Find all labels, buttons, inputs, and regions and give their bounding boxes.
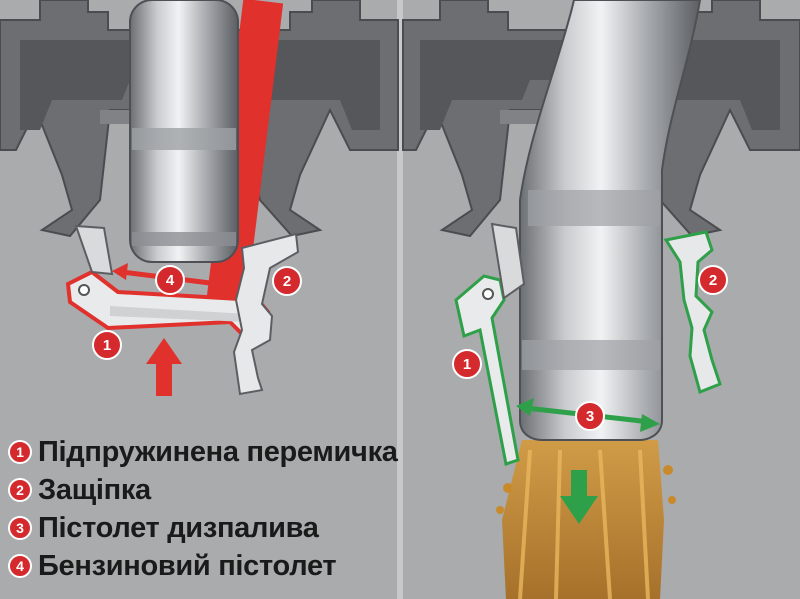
- right-flap-mount: [490, 222, 526, 300]
- left-marker-2-label: 2: [283, 273, 291, 290]
- down-arrow-icon: [560, 470, 598, 524]
- legend-badge-3: 3: [8, 516, 32, 540]
- left-marker-1-label: 1: [103, 337, 111, 354]
- panel-divider: [397, 0, 403, 599]
- right-housing-inner: [420, 40, 780, 130]
- nozzle-icon: [519, 0, 702, 441]
- up-arrow-icon: [146, 338, 182, 396]
- latch-icon: [663, 230, 722, 395]
- legend-label-4: Бензиновий пістолет: [38, 549, 337, 582]
- legend-label-3: Пістолет дизпалива: [38, 511, 319, 544]
- left-flap-mount: [74, 224, 114, 276]
- left-marker-4: 4: [155, 265, 185, 295]
- legend: 1 Підпружинена перемичка 2 Защіпка 3 Піс…: [8, 436, 398, 582]
- legend-badge-1: 1: [8, 440, 32, 464]
- left-marker-1: 1: [92, 330, 122, 360]
- legend-item-1: 1 Підпружинена перемичка: [8, 436, 398, 468]
- right-marker-2: 2: [698, 265, 728, 295]
- right-marker-1-label: 1: [463, 356, 471, 373]
- left-panel: 4 2 1: [0, 0, 399, 396]
- legend-label-2: Защіпка: [38, 473, 151, 506]
- legend-label-1: Підпружинена перемичка: [38, 435, 398, 468]
- nozzle-icon: [129, 0, 239, 263]
- left-marker-4-label: 4: [166, 272, 175, 289]
- right-marker-1: 1: [452, 349, 482, 379]
- legend-item-2: 2 Защіпка: [8, 474, 398, 506]
- legend-item-3: 3 Пістолет дизпалива: [8, 512, 398, 544]
- right-panel: 2 1 3: [402, 0, 800, 599]
- legend-badge-4: 4: [8, 554, 32, 578]
- right-marker-3: 3: [575, 401, 605, 431]
- legend-item-4: 4 Бензиновий пістолет: [8, 550, 398, 582]
- legend-badge-2: 2: [8, 478, 32, 502]
- spring-flap-icon: [454, 274, 520, 466]
- fuel-stream-icon: [496, 440, 676, 599]
- latch-icon: [232, 232, 300, 396]
- left-housing-inner: [20, 40, 380, 130]
- right-marker-3-label: 3: [586, 408, 594, 425]
- right-marker-2-label: 2: [709, 272, 717, 289]
- left-marker-2: 2: [272, 266, 302, 296]
